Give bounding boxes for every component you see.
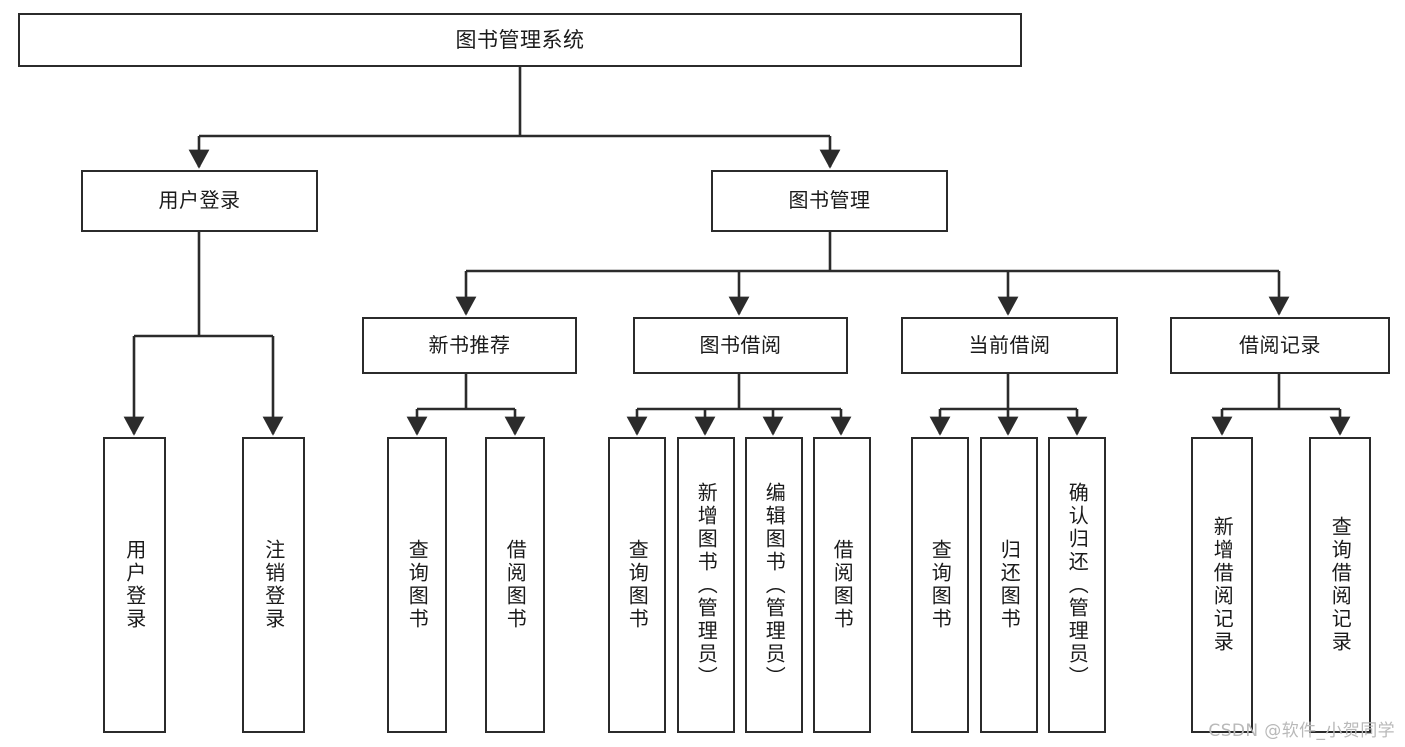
node-leaf-logout[interactable]: 注销登录 bbox=[242, 437, 305, 733]
node-leaf-query-book-3-label: 查询图书 bbox=[928, 539, 953, 631]
node-leaf-query-book-2[interactable]: 查询图书 bbox=[608, 437, 666, 733]
node-new-book-rec[interactable]: 新书推荐 bbox=[362, 317, 577, 374]
node-borrow-record[interactable]: 借阅记录 bbox=[1170, 317, 1390, 374]
node-leaf-query-book-1-label: 查询图书 bbox=[405, 539, 430, 631]
node-leaf-query-book-2-label: 查询图书 bbox=[625, 539, 650, 631]
node-leaf-add-book[interactable]: 新增图书（管理员） bbox=[677, 437, 735, 733]
node-leaf-logout-label: 注销登录 bbox=[261, 539, 286, 631]
node-leaf-add-book-label: 新增图书（管理员） bbox=[694, 481, 719, 689]
node-leaf-confirm-return[interactable]: 确认归还（管理员） bbox=[1048, 437, 1106, 733]
node-leaf-confirm-return-label: 确认归还（管理员） bbox=[1065, 481, 1090, 689]
node-leaf-query-book-1[interactable]: 查询图书 bbox=[387, 437, 447, 733]
node-root-label: 图书管理系统 bbox=[455, 27, 585, 52]
node-book-manage-label: 图书管理 bbox=[788, 188, 871, 213]
node-new-book-rec-label: 新书推荐 bbox=[428, 332, 511, 357]
node-leaf-add-record-label: 新增借阅记录 bbox=[1210, 516, 1235, 654]
node-leaf-borrow-book-1[interactable]: 借阅图书 bbox=[485, 437, 545, 733]
node-leaf-edit-book[interactable]: 编辑图书（管理员） bbox=[745, 437, 803, 733]
node-user-login-label: 用户登录 bbox=[158, 188, 241, 213]
node-borrow-record-label: 借阅记录 bbox=[1239, 332, 1321, 357]
node-leaf-return-book[interactable]: 归还图书 bbox=[980, 437, 1038, 733]
node-leaf-edit-book-label: 编辑图书（管理员） bbox=[762, 481, 787, 689]
watermark-csdn: CSDN @软件_小贺同学 bbox=[1208, 721, 1395, 741]
node-book-manage[interactable]: 图书管理 bbox=[711, 170, 948, 232]
node-root[interactable]: 图书管理系统 bbox=[18, 13, 1022, 67]
node-current-borrow[interactable]: 当前借阅 bbox=[901, 317, 1118, 374]
node-leaf-return-book-label: 归还图书 bbox=[997, 539, 1022, 631]
node-leaf-borrow-book-2[interactable]: 借阅图书 bbox=[813, 437, 871, 733]
node-leaf-user-login[interactable]: 用户登录 bbox=[103, 437, 166, 733]
node-book-borrow[interactable]: 图书借阅 bbox=[633, 317, 848, 374]
node-leaf-add-record[interactable]: 新增借阅记录 bbox=[1191, 437, 1253, 733]
node-book-borrow-label: 图书借阅 bbox=[699, 332, 782, 357]
node-leaf-borrow-book-2-label: 借阅图书 bbox=[830, 539, 855, 631]
node-leaf-query-record[interactable]: 查询借阅记录 bbox=[1309, 437, 1371, 733]
node-leaf-query-book-3[interactable]: 查询图书 bbox=[911, 437, 969, 733]
node-leaf-query-record-label: 查询借阅记录 bbox=[1328, 516, 1353, 654]
node-current-borrow-label: 当前借阅 bbox=[968, 332, 1051, 357]
node-leaf-borrow-book-1-label: 借阅图书 bbox=[503, 539, 528, 631]
node-user-login[interactable]: 用户登录 bbox=[81, 170, 318, 232]
node-leaf-user-login-label: 用户登录 bbox=[122, 539, 147, 631]
